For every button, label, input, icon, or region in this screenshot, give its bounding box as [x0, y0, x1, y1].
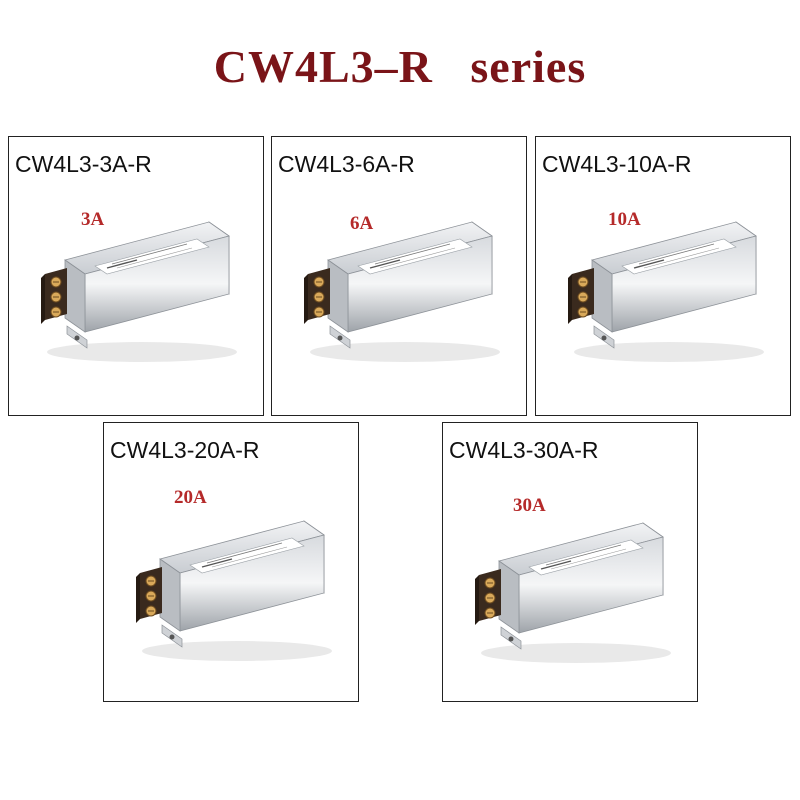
emi-filter-image [567, 221, 765, 363]
current-rating: 3A [81, 209, 105, 230]
emi-filter-image [40, 221, 238, 363]
model-name: CW4L3-30A-R [449, 437, 599, 463]
product-card-10a[interactable]: CW4L3-10A-R 10A [535, 136, 791, 416]
emi-filter-image [303, 221, 501, 363]
current-rating: 6A [350, 213, 374, 234]
product-card-3a[interactable]: CW4L3-3A-R 3A [8, 136, 264, 416]
current-rating: 10A [608, 209, 641, 230]
emi-filter-image [135, 520, 333, 662]
current-rating: 20A [174, 487, 207, 508]
current-rating: 30A [513, 495, 546, 516]
product-card-30a[interactable]: CW4L3-30A-R 30A [442, 422, 698, 702]
model-name: CW4L3-10A-R [542, 151, 692, 177]
product-card-6a[interactable]: CW4L3-6A-R 6A [271, 136, 527, 416]
product-card-20a[interactable]: CW4L3-20A-R 20A [103, 422, 359, 702]
emi-filter-image [474, 522, 672, 664]
model-name: CW4L3-6A-R [278, 151, 415, 177]
model-name: CW4L3-20A-R [110, 437, 260, 463]
model-name: CW4L3-3A-R [15, 151, 152, 177]
page-title: CW4L3–R series [213, 41, 587, 92]
